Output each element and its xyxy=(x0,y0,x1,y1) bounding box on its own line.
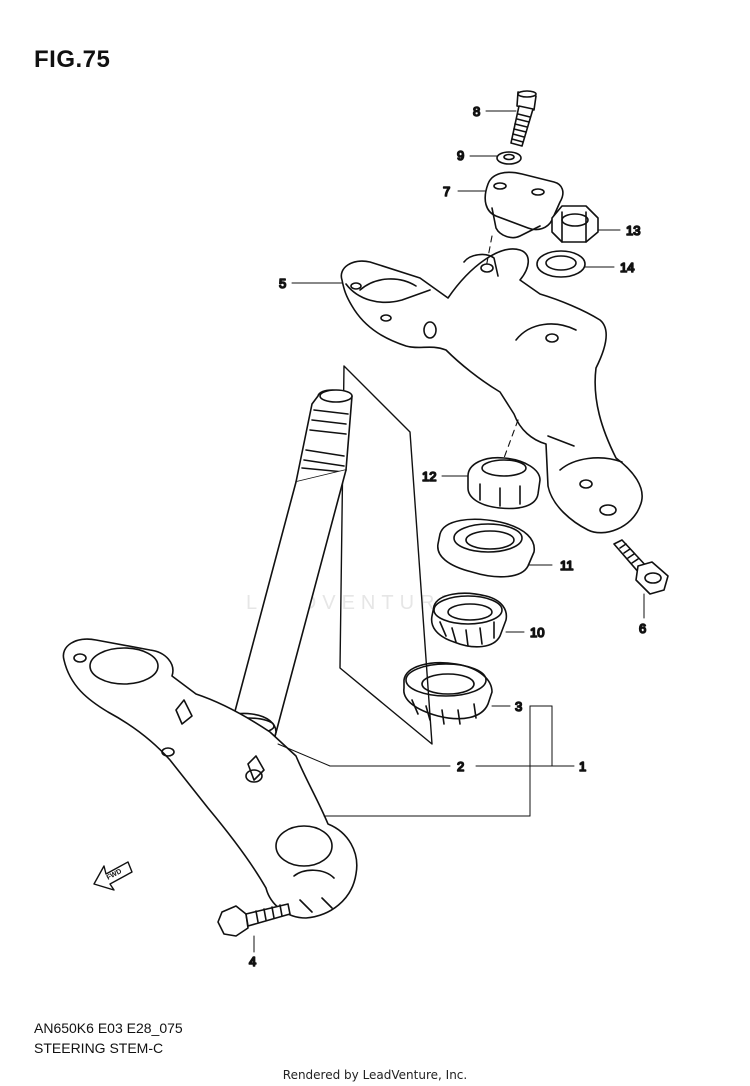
model-code: AN650K6 E03 E28_075 xyxy=(34,1020,183,1036)
alignment-dashed-lines xyxy=(485,235,519,459)
part-3-lower-bearing xyxy=(403,661,493,725)
part-8-bolt xyxy=(510,90,537,147)
callout-13: 13 xyxy=(626,223,640,238)
callout-9: 9 xyxy=(457,148,464,163)
callout-labels: 8 9 7 13 14 5 12 11 6 10 3 2 1 4 xyxy=(248,103,647,970)
part-2-steering-stem xyxy=(218,365,433,759)
part-4-bolt xyxy=(217,903,291,937)
callout-11: 11 xyxy=(560,558,574,573)
callout-14: 14 xyxy=(620,260,634,275)
callout-5: 5 xyxy=(279,276,286,291)
callout-6: 6 xyxy=(639,621,646,636)
part-5-upper-bracket xyxy=(340,248,643,534)
leader-lines xyxy=(253,110,645,953)
part-11-seal xyxy=(437,518,535,578)
callout-2: 2 xyxy=(457,759,464,774)
fwd-arrow-icon: FWD xyxy=(93,861,133,891)
callout-1: 1 xyxy=(579,759,586,774)
footer-credit: Rendered by LeadVenture, Inc. xyxy=(282,1068,468,1082)
callout-8: 8 xyxy=(473,104,480,119)
part-6-bolt xyxy=(613,539,669,595)
callout-10: 10 xyxy=(530,625,544,640)
part-12-stem-nut xyxy=(467,456,541,510)
part-10-bearing xyxy=(430,592,508,648)
part-7-holder-cap xyxy=(484,171,564,239)
callout-7: 7 xyxy=(443,184,450,199)
callout-3: 3 xyxy=(515,699,522,714)
assembly-name: STEERING STEM-C xyxy=(34,1040,164,1056)
part-9-washer xyxy=(496,151,522,165)
callout-4: 4 xyxy=(249,954,256,969)
figure-title: FIG.75 xyxy=(34,46,111,73)
part-14-washer xyxy=(536,250,586,278)
callout-12: 12 xyxy=(422,469,436,484)
part-1-lower-bracket xyxy=(62,638,358,919)
part-13-nut xyxy=(551,205,599,243)
